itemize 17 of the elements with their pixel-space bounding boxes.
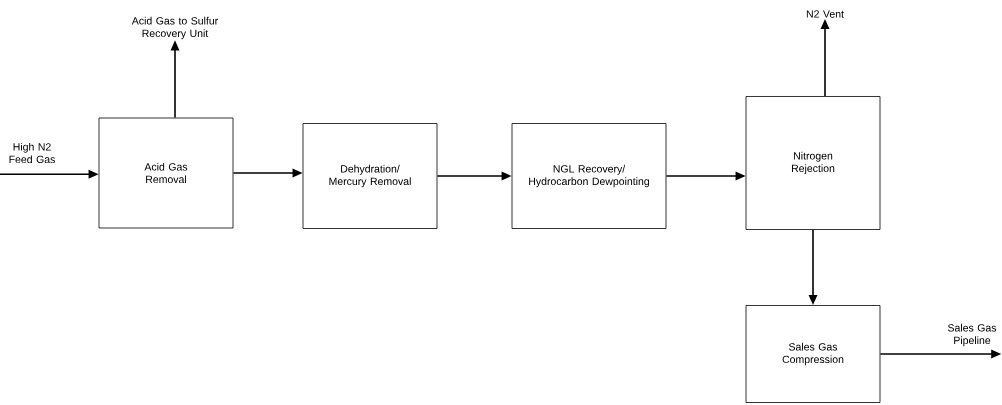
stream-label: High N2 Feed Gas — [9, 142, 55, 164]
process-box: Sales Gas Compression — [745, 305, 881, 403]
arrow — [808, 229, 818, 306]
arrow — [170, 40, 180, 119]
process-box: Nitrogen Rejection — [745, 96, 881, 230]
arrow — [665, 171, 746, 181]
process-box: NGL Recovery/ Hydrocarbon Dewpointing — [511, 123, 667, 229]
stream-label: N2 Vent — [806, 10, 844, 18]
arrow — [232, 168, 303, 178]
process-box: Acid Gas Removal — [98, 117, 234, 229]
process-box: Dehydration/ Mercury Removal — [302, 123, 438, 229]
arrow — [879, 349, 1002, 359]
arrow — [0, 169, 99, 179]
arrow — [436, 171, 512, 181]
arrow — [820, 18, 830, 97]
stream-label: Acid Gas to Sulfur Recovery Unit — [131, 16, 218, 40]
stream-label: Sales Gas Pipeline — [947, 323, 997, 347]
